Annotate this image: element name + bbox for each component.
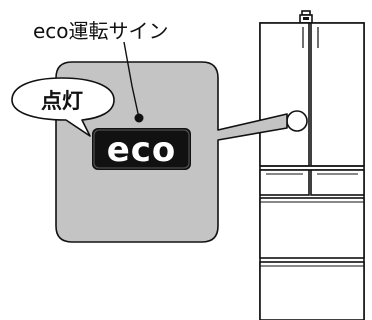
- fridge-bottom-drawer: [259, 261, 365, 320]
- callout-leader-line: [123, 41, 140, 119]
- eco-indicator-icon: eco: [92, 128, 191, 170]
- status-bubble-shape: [11, 77, 115, 137]
- indicator-text: eco: [107, 130, 177, 170]
- indicator-location-circle: [286, 110, 308, 132]
- fridge-left-door: [259, 22, 310, 167]
- callout-leader-dot: [134, 113, 144, 123]
- zoom-callout: eco: [55, 41, 288, 243]
- fridge-middle-drawer: [259, 197, 365, 259]
- status-bubble-text: 点灯: [41, 89, 83, 113]
- callout-label: eco運転サイン: [33, 19, 169, 43]
- fridge-top-hinge-icon: [299, 10, 313, 24]
- fridge-right-door: [310, 22, 365, 167]
- refrigerator: [259, 10, 365, 320]
- status-bubble: 点灯: [11, 77, 115, 137]
